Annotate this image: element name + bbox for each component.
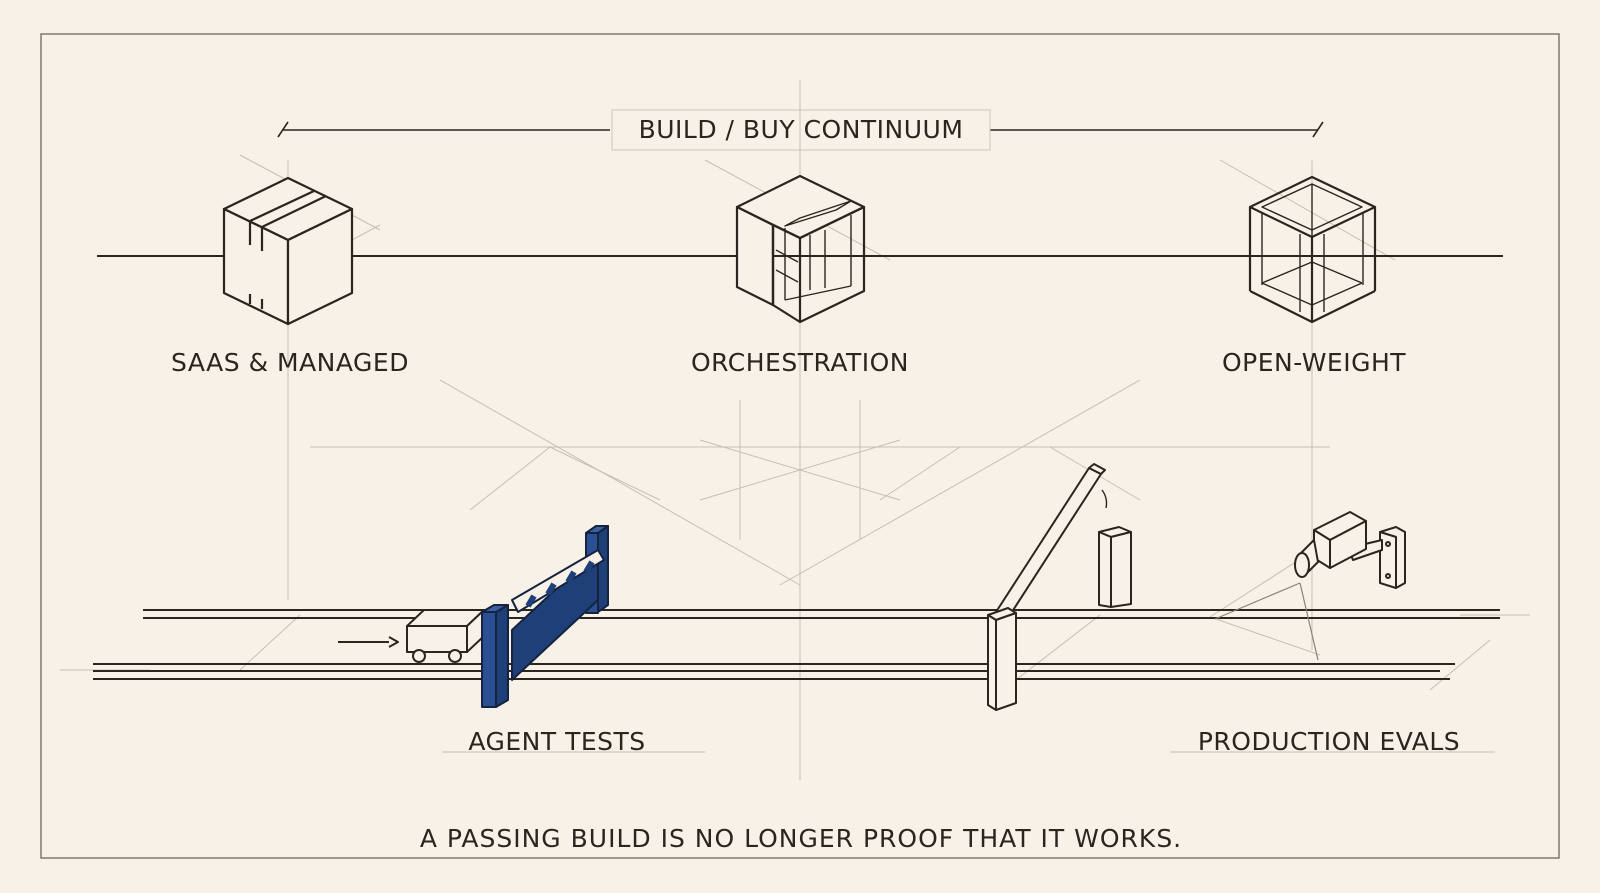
open-gate-icon [987, 463, 1132, 711]
security-camera-icon [1214, 511, 1406, 661]
footer-caption: A PASSING BUILD IS NO LONGER PROOF THAT … [419, 824, 1183, 853]
pipeline-rails [93, 609, 1500, 680]
outer-frame [40, 33, 1560, 859]
continuum-dimension-line [277, 109, 1324, 151]
sealed-box-icon [222, 176, 354, 326]
stage-label-agent-tests: AGENT TESTS [468, 727, 646, 756]
open-frame-cube-icon [1248, 175, 1377, 324]
stage-label-production-evals: PRODUCTION EVALS [1197, 727, 1461, 756]
cart-icon [338, 609, 485, 663]
node-label-open-weight: OPEN-WEIGHT [1221, 348, 1407, 377]
node-label-saas-managed: SAAS & MANAGED [171, 348, 409, 377]
node-label-orchestration: ORCHESTRATION [690, 348, 910, 377]
partial-frame-box-icon [735, 174, 866, 324]
continuum-title: BUILD / BUY CONTINUUM [638, 115, 964, 144]
closed-gate-icon [481, 525, 609, 708]
